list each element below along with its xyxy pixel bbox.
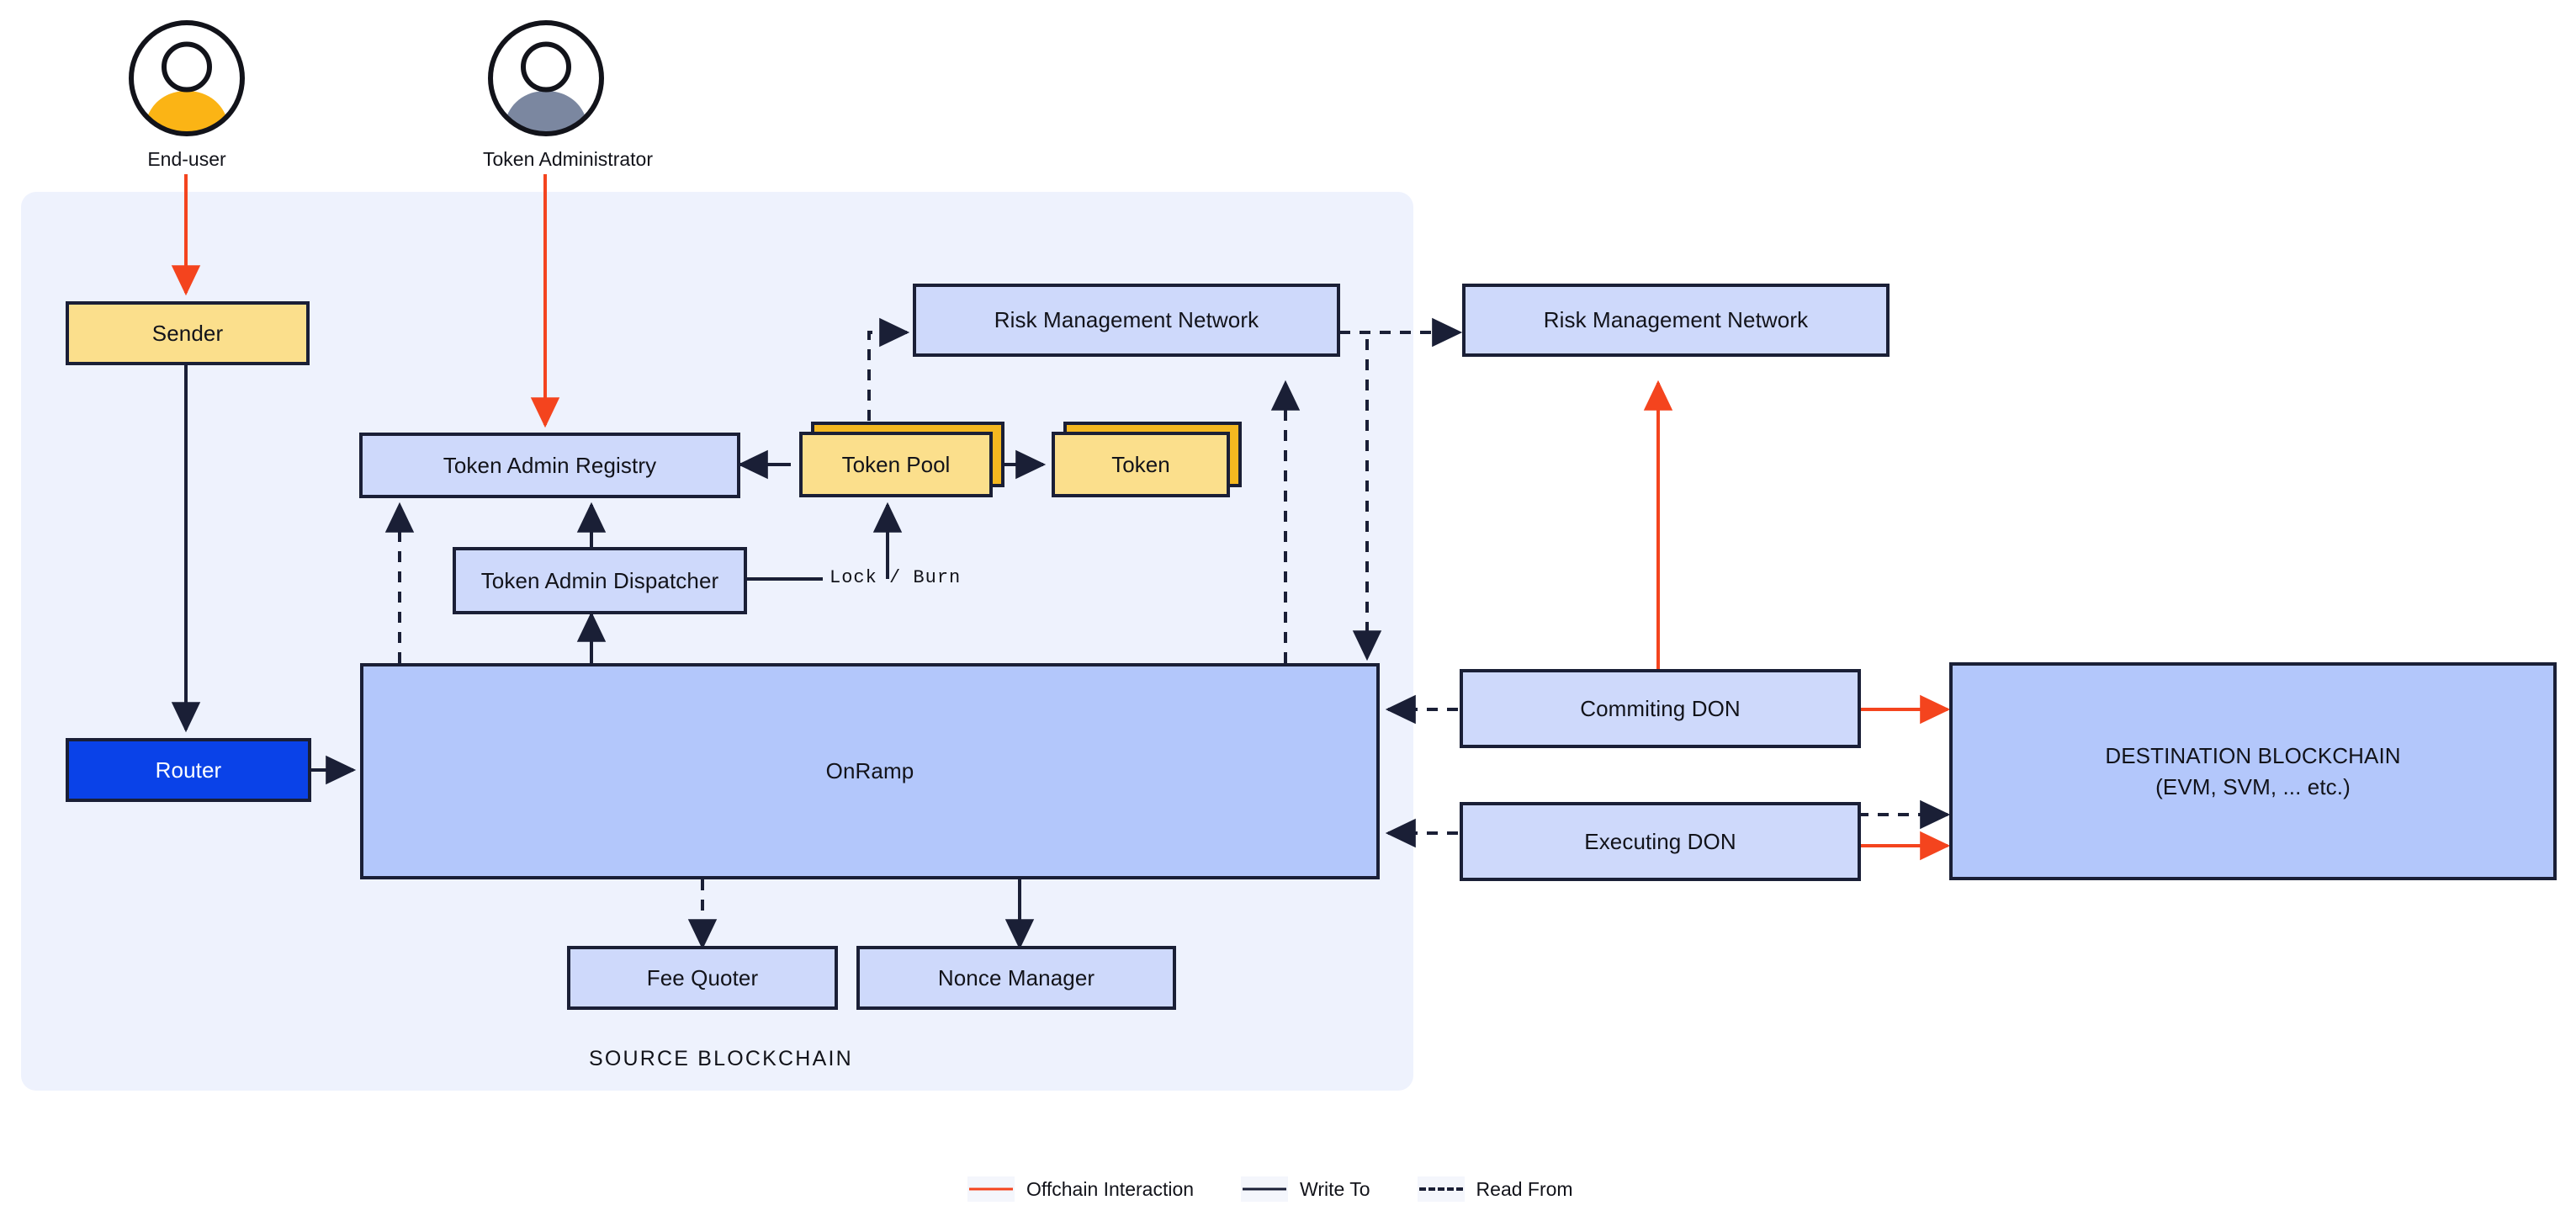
node-sender[interactable]: Sender <box>66 301 310 365</box>
node-nonce-manager[interactable]: Nonce Manager <box>856 946 1176 1010</box>
legend-label: Offchain Interaction <box>1026 1177 1195 1200</box>
destination-blockchain-line-1: DESTINATION BLOCKCHAIN <box>2105 743 2401 768</box>
node-token-pool-label: Token Pool <box>799 432 993 497</box>
actor-label: End-user <box>147 148 226 170</box>
node-risk-management-network-destination[interactable]: Risk Management Network <box>1462 284 1890 357</box>
node-token[interactable]: Token <box>1052 422 1242 497</box>
actor-end-user: End-user <box>124 15 250 171</box>
node-token-admin-dispatcher[interactable]: Token Admin Dispatcher <box>453 547 747 614</box>
legend-label: Write To <box>1300 1177 1370 1200</box>
actor-label: Token Administrator <box>483 148 653 170</box>
legend-line-solid-dark-icon <box>1241 1176 1289 1202</box>
actor-token-administrator: Token Administrator <box>483 15 653 171</box>
node-destination-blockchain[interactable]: DESTINATION BLOCKCHAIN (EVM, SVM, ... et… <box>1949 662 2557 880</box>
node-risk-management-network-source[interactable]: Risk Management Network <box>913 284 1340 357</box>
node-token-admin-registry[interactable]: Token Admin Registry <box>359 433 740 498</box>
legend-item-read-from: Read From <box>1417 1176 1573 1202</box>
source-blockchain-caption: SOURCE BLOCKCHAIN <box>589 1047 853 1070</box>
destination-blockchain-line-2: (EVM, SVM, ... etc.) <box>2155 773 2351 799</box>
legend-line-dashed-dark-icon <box>1417 1176 1465 1202</box>
user-avatar-icon <box>129 20 245 136</box>
annotation-lock-burn: Lock / Burn <box>830 567 962 588</box>
node-fee-quoter[interactable]: Fee Quoter <box>567 946 838 1010</box>
legend-item-offchain-interaction: Offchain Interaction <box>967 1176 1194 1202</box>
legend-line-solid-red-icon <box>967 1176 1015 1202</box>
legend: Offchain Interaction Write To Read From <box>967 1176 1573 1202</box>
node-onramp[interactable]: OnRamp <box>360 663 1380 879</box>
node-executing-don[interactable]: Executing DON <box>1460 802 1861 881</box>
node-token-pool[interactable]: Token Pool <box>799 422 1004 497</box>
node-router[interactable]: Router <box>66 738 311 802</box>
legend-item-write-to: Write To <box>1241 1176 1370 1202</box>
user-avatar-icon <box>488 20 604 136</box>
node-token-label: Token <box>1052 432 1230 497</box>
legend-label: Read From <box>1476 1177 1573 1200</box>
node-commiting-don[interactable]: Commiting DON <box>1460 669 1861 748</box>
